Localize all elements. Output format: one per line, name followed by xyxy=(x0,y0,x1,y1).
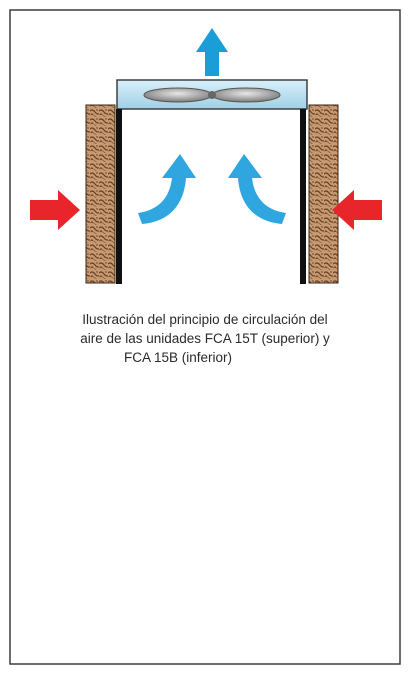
arrow-right-icon xyxy=(30,190,80,230)
outer-border xyxy=(9,9,401,665)
pad-left xyxy=(85,104,116,284)
caption-line-2: aire de las unidades FCA 15T (superior) … xyxy=(80,331,330,346)
wall-right xyxy=(300,109,306,284)
fan-icon xyxy=(143,87,281,103)
caption-line-3: FCA 15B (inferior) xyxy=(124,350,233,365)
arrow-up-icon xyxy=(196,28,228,76)
wall-left xyxy=(116,109,122,284)
pad-right xyxy=(308,104,339,284)
caption-line-1: Ilustración del principio de circulación… xyxy=(82,312,328,327)
unit-top xyxy=(30,28,382,284)
arrow-left-icon xyxy=(332,190,382,230)
curved-arrow-icon xyxy=(138,154,196,224)
curved-arrow-icon xyxy=(228,154,286,224)
